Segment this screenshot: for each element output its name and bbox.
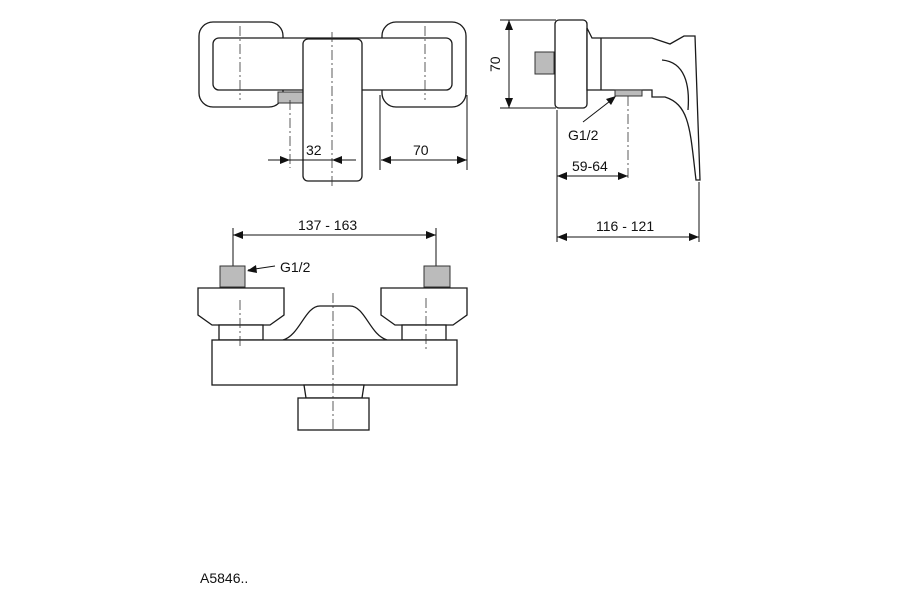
right-inlet-thread [423,265,451,288]
dim-inlet-label: 59-64 [572,158,608,174]
dim-height-label: 70 [487,56,503,72]
product-code: A5846.. [200,570,249,586]
dim-depth-label: 70 [413,142,429,158]
left-inlet-thread [219,265,246,288]
side-view: 70 G1/2 59-64 116 - 121 [487,19,701,242]
top-view: 32 70 [198,21,468,188]
dim-offset-label: 32 [306,142,322,158]
inlet-thread [534,51,555,75]
wall-disc [554,19,588,109]
front-view: 137 - 163 G1/2 [197,217,468,432]
outlet-thread [277,91,304,104]
dim-centers-label: 137 - 163 [298,217,357,233]
side-thread-label: G1/2 [568,127,599,143]
lever-top [302,38,363,182]
front-thread-label: G1/2 [280,259,311,275]
body-bridge [282,305,388,341]
mixer-body-front [211,339,458,386]
right-escutcheon-front [380,287,468,326]
lever-front [297,397,370,431]
left-escutcheon-front [197,287,285,326]
outlet-thread-side [614,89,643,97]
dim-total-label: 116 - 121 [596,218,654,234]
mixer-body-side [586,27,701,181]
